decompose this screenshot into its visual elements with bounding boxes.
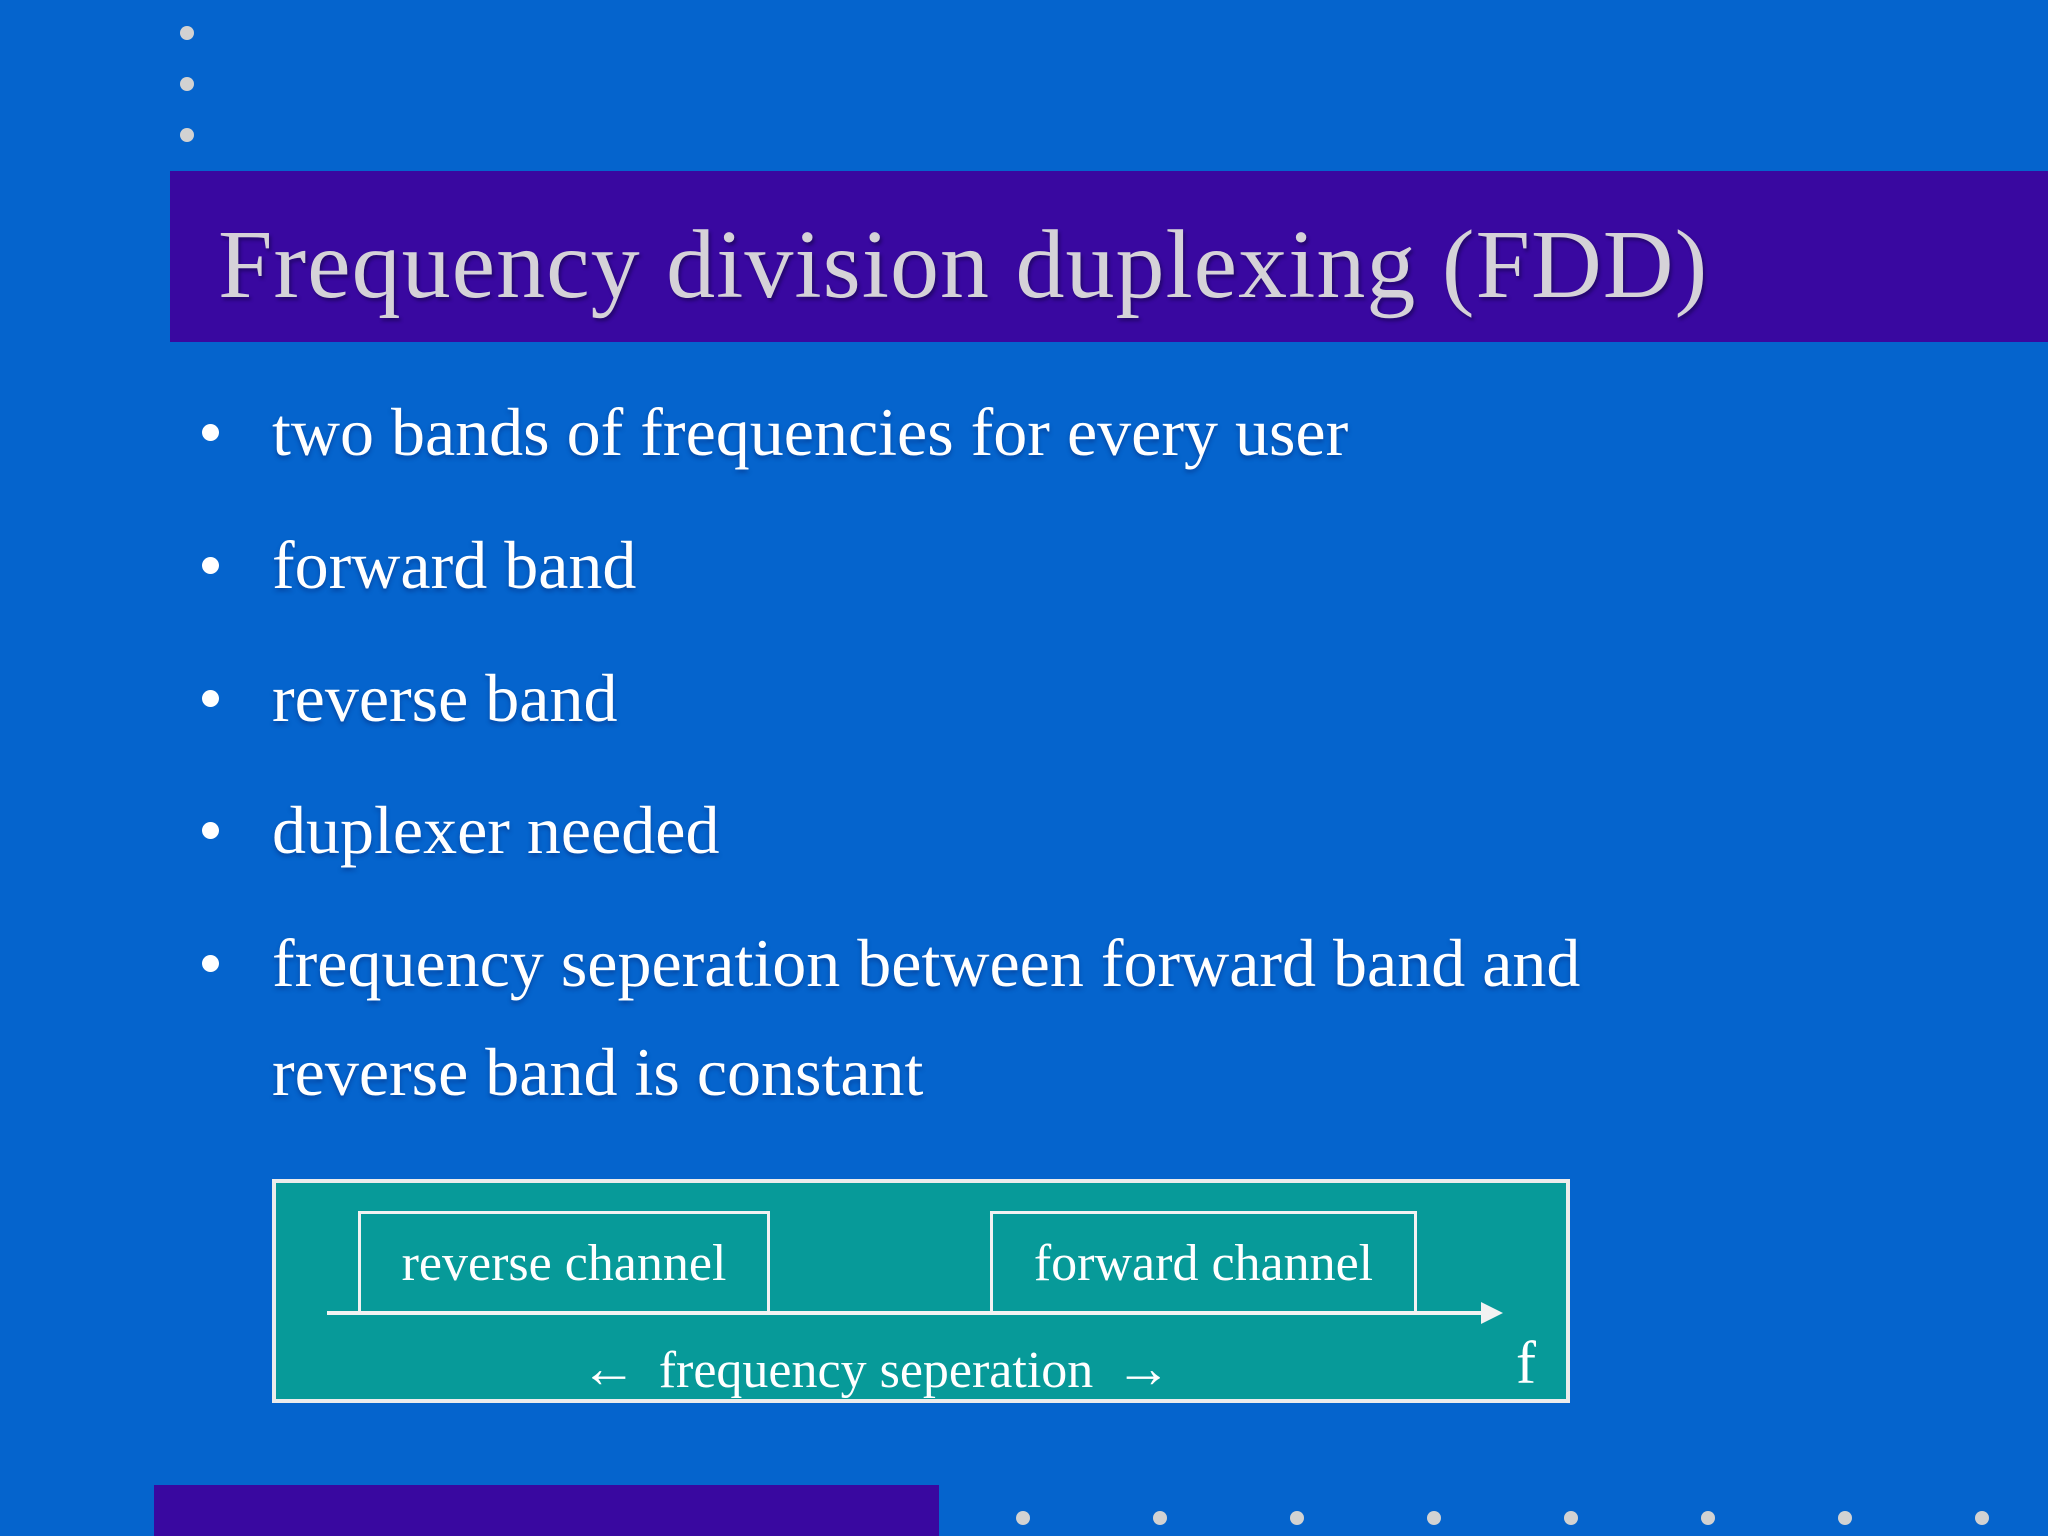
bullet-item: two bands of frequencies for every user xyxy=(200,378,1960,487)
bullet-marker-icon xyxy=(202,955,219,973)
dot-icon xyxy=(1838,1511,1852,1525)
dot-icon xyxy=(1427,1511,1441,1525)
slide-title: Frequency division duplexing (FDD) xyxy=(218,210,1709,319)
bullet-text: frequency seperation between forward ban… xyxy=(272,925,1581,1110)
dot-icon xyxy=(180,77,194,91)
reverse-channel-box: reverse channel xyxy=(358,1211,770,1315)
forward-channel-label: forward channel xyxy=(1033,1234,1374,1292)
left-arrow-icon: ← xyxy=(580,1338,637,1400)
frequency-separation-text: frequency seperation xyxy=(658,1342,1094,1399)
bullet-text: forward band xyxy=(272,526,637,603)
dot-icon xyxy=(1016,1511,1030,1525)
frequency-axis-label: f xyxy=(1516,1330,1536,1396)
dot-icon xyxy=(180,128,194,142)
right-arrow-icon: → xyxy=(1115,1338,1172,1400)
dot-icon xyxy=(180,26,194,40)
dot-icon xyxy=(1975,1511,1989,1525)
frequency-separation-label: ← frequency seperation → xyxy=(546,1337,1206,1401)
dot-icon xyxy=(1153,1511,1167,1525)
dot-icon xyxy=(1701,1511,1715,1525)
fdd-spectrum-diagram: reverse channel forward channel ← frequen… xyxy=(272,1179,1570,1403)
decorative-dots-bottom xyxy=(1016,1511,1989,1525)
bullet-item: reverse band xyxy=(200,644,1960,753)
title-bar: Frequency division duplexing (FDD) xyxy=(170,171,2048,342)
decorative-dots-top xyxy=(180,26,194,142)
forward-channel-box: forward channel xyxy=(990,1211,1417,1315)
bullet-text: two bands of frequencies for every user xyxy=(272,394,1349,470)
reverse-channel-label: reverse channel xyxy=(401,1234,727,1292)
bullet-item: frequency seperation between forward ban… xyxy=(200,909,1960,1127)
bullet-list: two bands of frequencies for every user … xyxy=(200,378,1960,1151)
bullet-marker-icon xyxy=(202,424,219,441)
bullet-marker-icon xyxy=(202,556,219,574)
axis-arrowhead-icon xyxy=(1481,1302,1503,1324)
bullet-text: duplexer needed xyxy=(272,792,720,869)
bullet-marker-icon xyxy=(202,822,219,840)
bullet-item: duplexer needed xyxy=(200,776,1960,885)
bullet-item: forward band xyxy=(200,511,1960,620)
dot-icon xyxy=(1290,1511,1304,1525)
bottom-accent-bar xyxy=(154,1485,939,1536)
bullet-marker-icon xyxy=(202,689,219,707)
dot-icon xyxy=(1564,1511,1578,1525)
bullet-text: reverse band xyxy=(272,659,618,736)
frequency-axis-line xyxy=(327,1311,1481,1315)
